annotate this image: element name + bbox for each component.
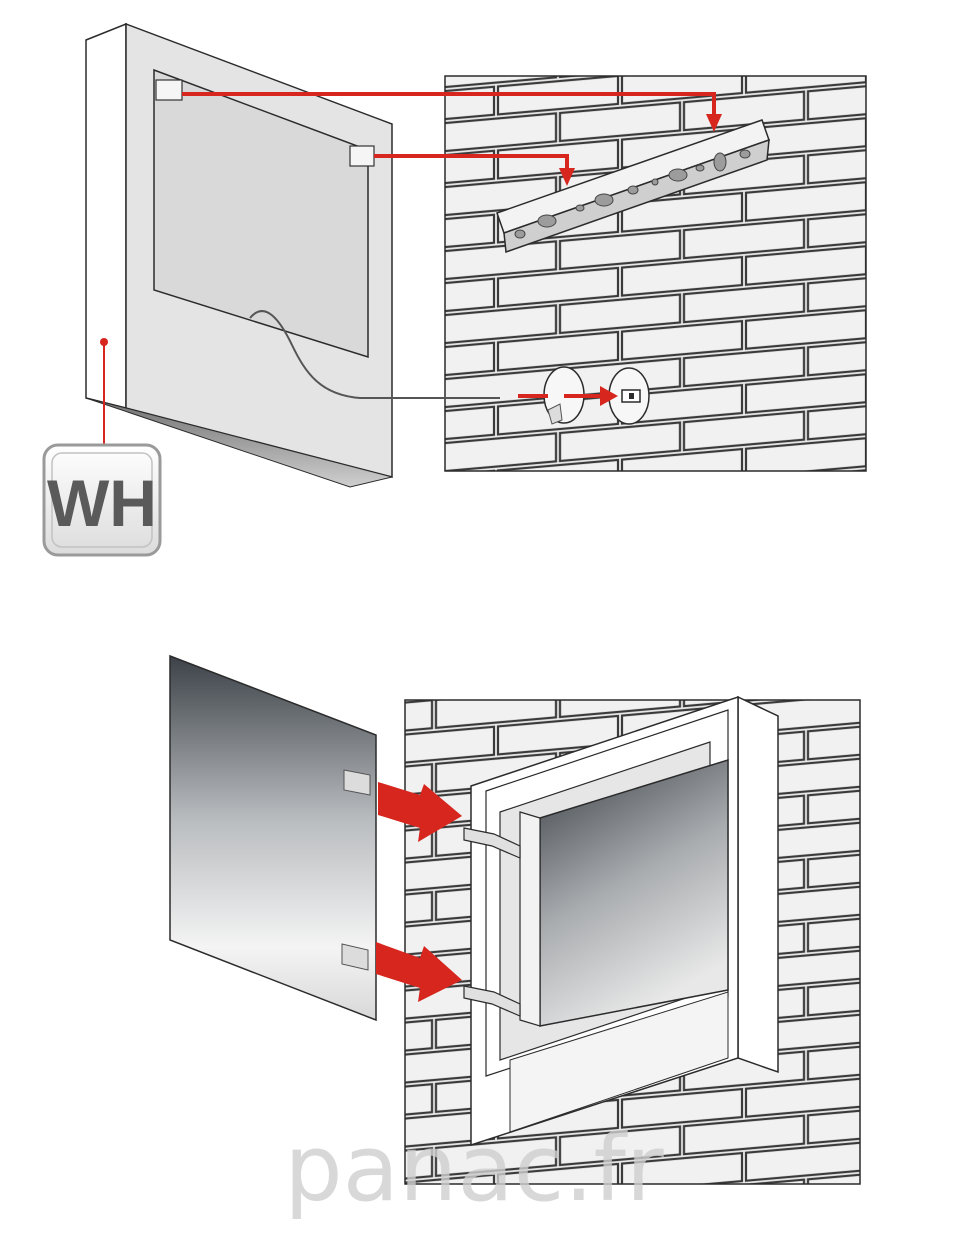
mirror-door-icon bbox=[169, 654, 377, 1022]
arrow-hinge-bottom bbox=[376, 942, 462, 1002]
arrow-head bbox=[706, 114, 722, 132]
arrow-head bbox=[559, 168, 575, 186]
hinge-clip-icon bbox=[463, 827, 521, 1017]
mirror-back-icon bbox=[85, 22, 500, 488]
cabinet-frame-icon bbox=[470, 695, 779, 1147]
brick-wall-top bbox=[444, 75, 867, 472]
wall-socket-icon bbox=[543, 366, 650, 425]
watermark: panac.fr bbox=[284, 1115, 664, 1222]
arrow-top-bracket bbox=[182, 92, 716, 398]
arrow-head bbox=[600, 386, 618, 406]
arrow-hinge-top bbox=[378, 782, 462, 842]
wall-rail-icon bbox=[496, 119, 770, 254]
wh-badge: WH bbox=[42, 443, 162, 557]
badge-label: WH bbox=[47, 466, 157, 540]
